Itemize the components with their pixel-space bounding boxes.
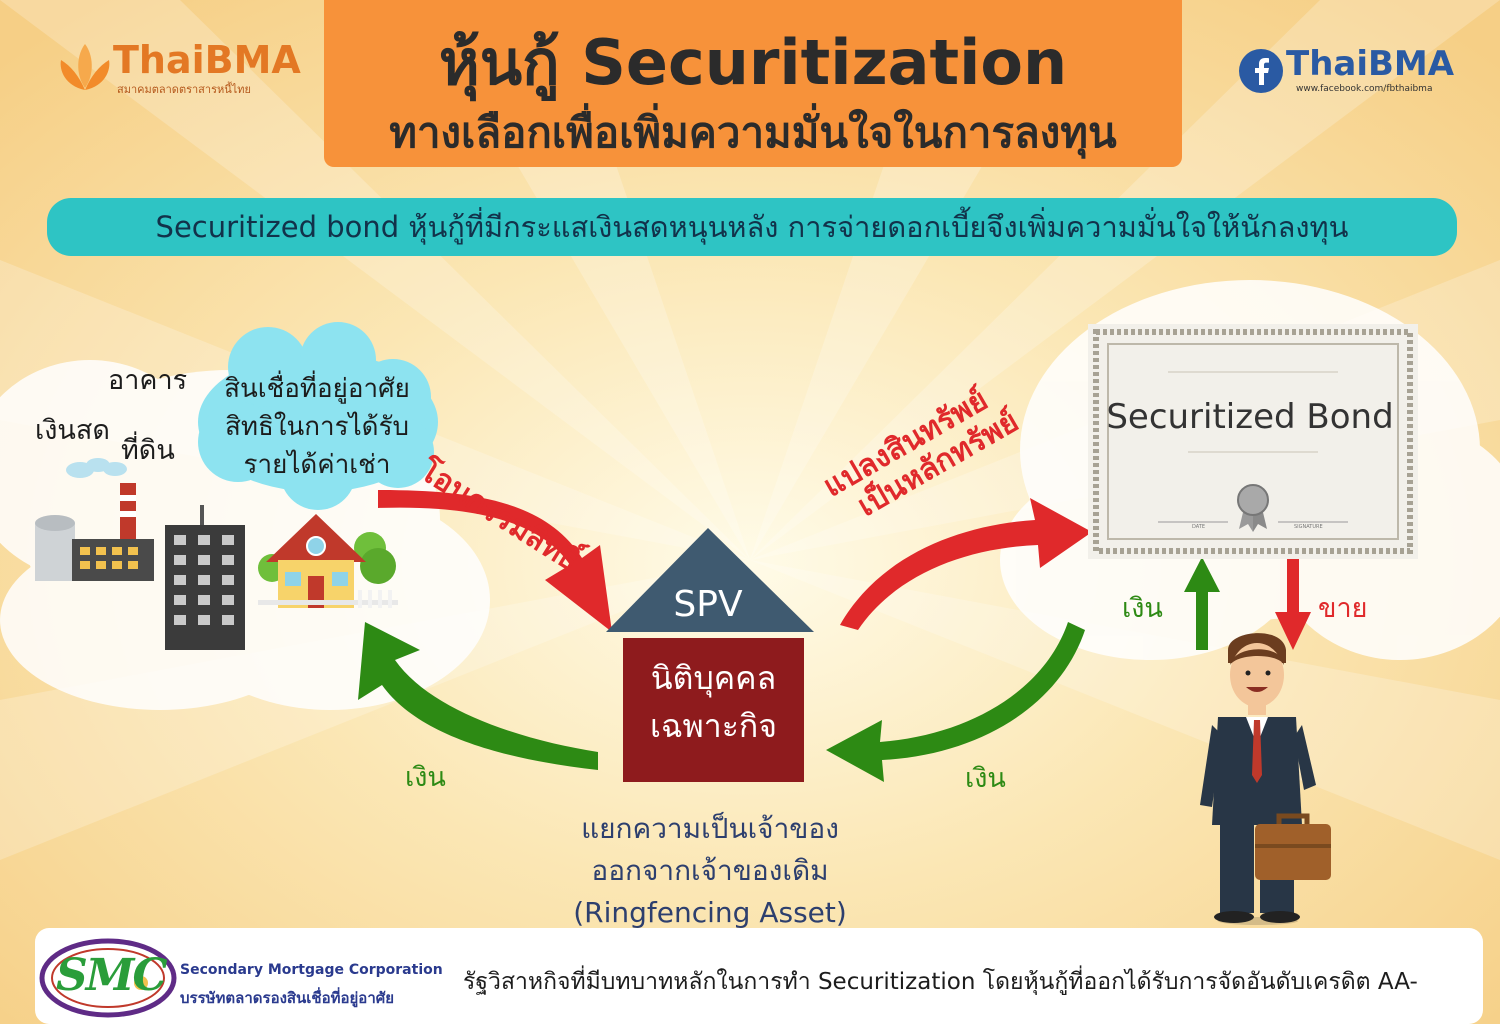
house-icon [258, 514, 398, 608]
ringfencing-line2: ออกจากเจ้าของเดิม [591, 854, 829, 887]
smc-name-th: บรรษัทตลาดรองสินเชื่อที่อยู่อาศัย [180, 989, 395, 1007]
label-money-left: เงิน [405, 762, 446, 793]
footer-panel [35, 928, 1483, 1024]
arrow-down-red [1275, 558, 1311, 650]
subtitle-bar: Securitized bond หุ้นกู้ที่มีกระแสเงินสด… [47, 198, 1457, 256]
page-subtitle: ทางเลือกเพื่อเพิ่มความมั่นใจในการลงทุน [389, 108, 1117, 157]
label-sell: ขาย [1318, 593, 1368, 624]
smc-logo [39, 938, 177, 1018]
bubble-content: สินเชื่อที่อยู่อาศัย สิทธิในการได้รับ รา… [212, 370, 422, 484]
ringfencing-note: แยกความเป็นเจ้าของ ออกจากเจ้าของเดิม (Ri… [530, 808, 890, 934]
label-building: อาคาร [108, 365, 188, 396]
briefcase-icon [1255, 813, 1331, 880]
lotus-icon [60, 44, 110, 90]
facebook-link[interactable]: ThaiBMA www.facebook.com/fbthaibma [1238, 42, 1458, 102]
spv-label: SPV [673, 584, 743, 625]
bubble-line-mortgage: สินเชื่อที่อยู่อาศัย [224, 374, 410, 404]
bubble-line-rent: รายได้ค่าเช่า [243, 450, 391, 480]
label-cash: เงินสด [35, 415, 110, 446]
spv-name-line1: นิติบุคคล [650, 659, 777, 697]
arrow-convert-red [840, 498, 1092, 630]
certificate-signature-label: SIGNATURE [1294, 524, 1323, 530]
bubble-line-rights: สิทธิในการได้รับ [224, 412, 410, 442]
arrow-money-left-green [358, 622, 598, 770]
page-title: หุ้นกู้ Securitization [438, 26, 1068, 99]
spv-body: นิติบุคคล เฉพาะกิจ [623, 638, 804, 782]
label-money-right: เงิน [965, 763, 1006, 794]
building-icon [165, 505, 245, 650]
smc-logo-letters: SMC [56, 950, 167, 1001]
facebook-name: ThaiBMA [1286, 44, 1455, 84]
arrow-money-right-green [826, 622, 1085, 782]
certificate-title: Securitized Bond [1106, 397, 1394, 437]
title-banner: หุ้นกู้ Securitization ทางเลือกเพื่อเพิ่… [324, 0, 1182, 167]
label-money-investor: เงิน [1122, 593, 1163, 624]
arrow-up-green [1184, 557, 1220, 650]
seal-icon [1237, 484, 1269, 532]
factory-icon [35, 458, 154, 581]
logo-name: ThaiBMA [113, 38, 301, 82]
spv-roof [606, 528, 814, 632]
spv-name-line2: เฉพาะกิจ [649, 707, 778, 745]
asset-bubble [198, 322, 438, 510]
ringfencing-line3: (Ringfencing Asset) [573, 896, 847, 929]
smc-name-en: Secondary Mortgage Corporation [180, 962, 443, 978]
investor-icon [1200, 633, 1316, 925]
facebook-url: www.facebook.com/fbthaibma [1296, 84, 1433, 94]
certificate-date-label: DATE [1192, 524, 1206, 530]
facebook-icon [1239, 49, 1283, 93]
arrow-transfer-red [378, 490, 612, 632]
ringfencing-line1: แยกความเป็นเจ้าของ [581, 812, 839, 845]
label-land: ที่ดิน [121, 435, 175, 466]
thaibma-logo: ThaiBMA สมาคมตลาดตราสารหนี้ไทย [55, 38, 301, 98]
footer-description: รัฐวิสาหกิจที่มีบทบาทหลักในการทำ Securit… [463, 969, 1418, 995]
bond-certificate [1088, 324, 1418, 559]
logo-subtitle: สมาคมตลาดตราสารหนี้ไทย [117, 83, 251, 96]
